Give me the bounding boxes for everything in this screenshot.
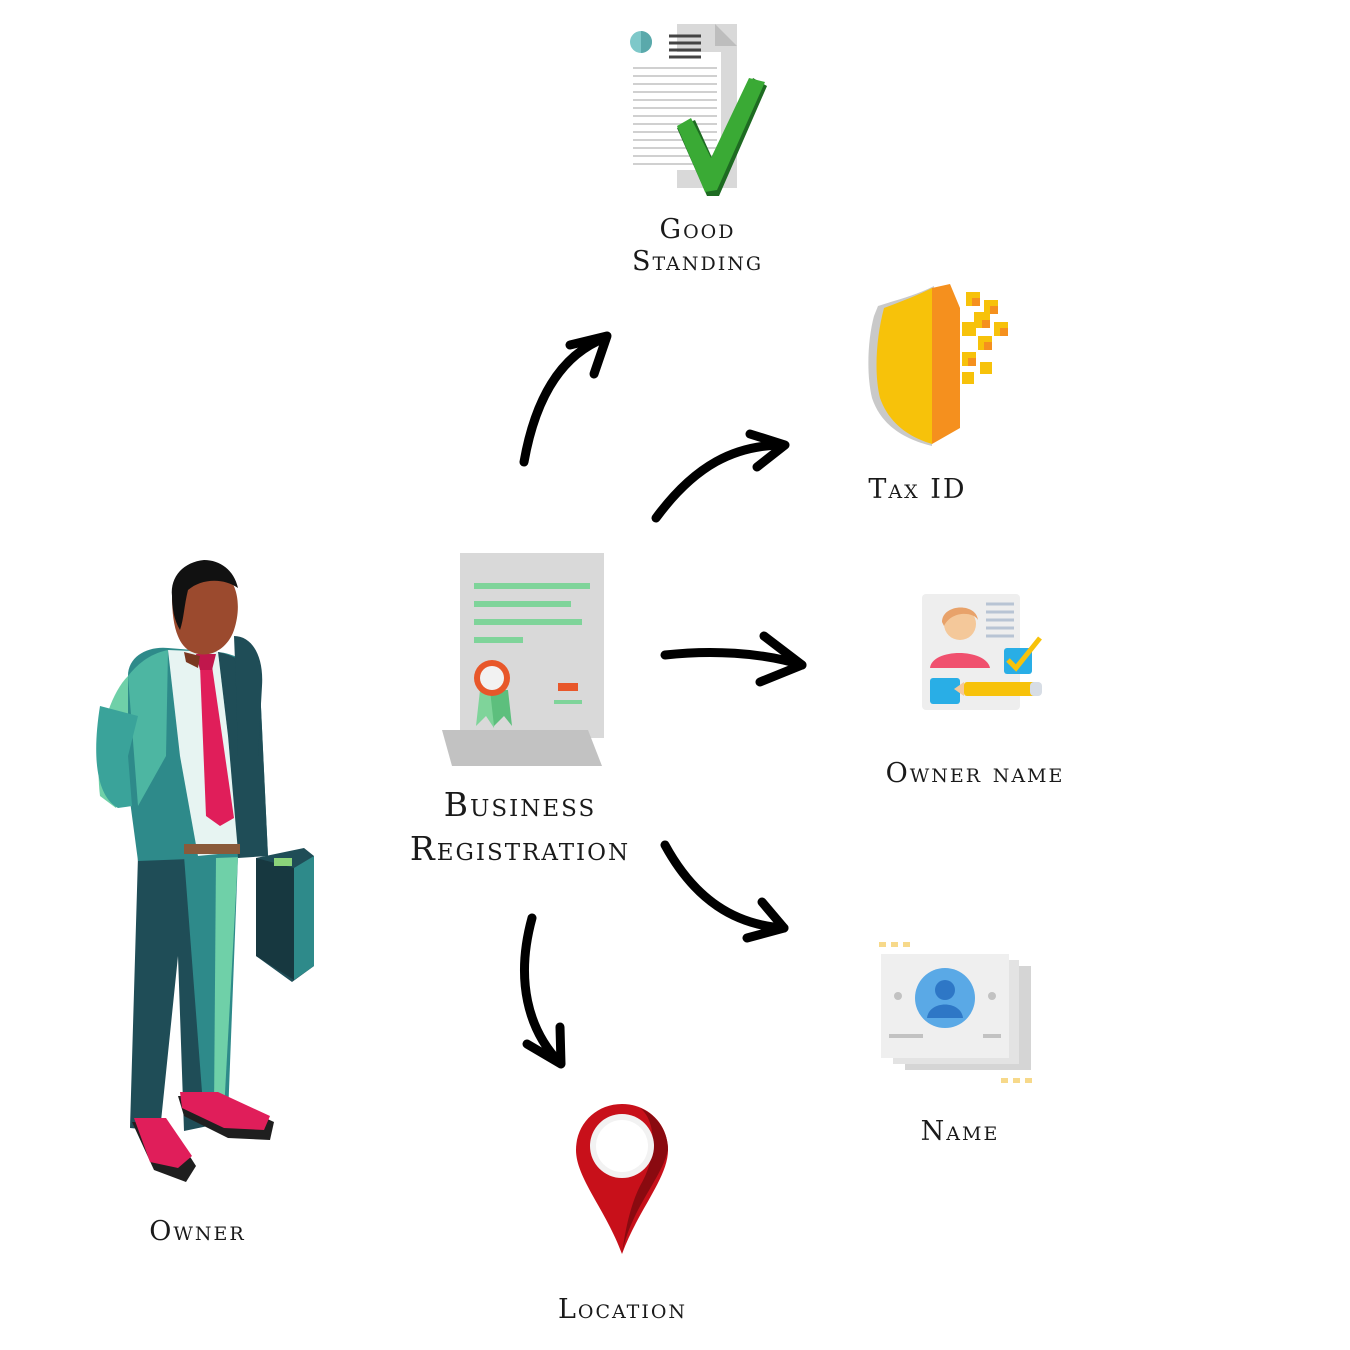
good-standing-label-line1: Good bbox=[659, 214, 736, 245]
businessman-icon bbox=[96, 560, 314, 1182]
business-registration-label-line1: Business bbox=[443, 785, 597, 824]
business-registration-label-line2: Registration bbox=[409, 828, 631, 868]
location-label: Location bbox=[557, 1294, 688, 1325]
map-pin-icon bbox=[576, 1104, 668, 1254]
document-checkmark-icon bbox=[629, 24, 767, 196]
tax-id-label: Tax ID bbox=[868, 474, 967, 505]
good-standing-label: Good Standing bbox=[590, 214, 805, 279]
name-label: Name bbox=[920, 1116, 1000, 1147]
business-registration-label: Business Registration bbox=[380, 785, 660, 868]
good-standing-label-line2: Standing bbox=[631, 246, 764, 278]
shield-icon bbox=[868, 284, 1008, 446]
certificate-icon bbox=[442, 553, 604, 766]
owner-label: Owner bbox=[149, 1216, 246, 1247]
profile-card-icon bbox=[922, 594, 1042, 710]
owner-name-label: Owner name bbox=[885, 758, 1065, 789]
id-card-icon bbox=[879, 942, 1032, 1083]
